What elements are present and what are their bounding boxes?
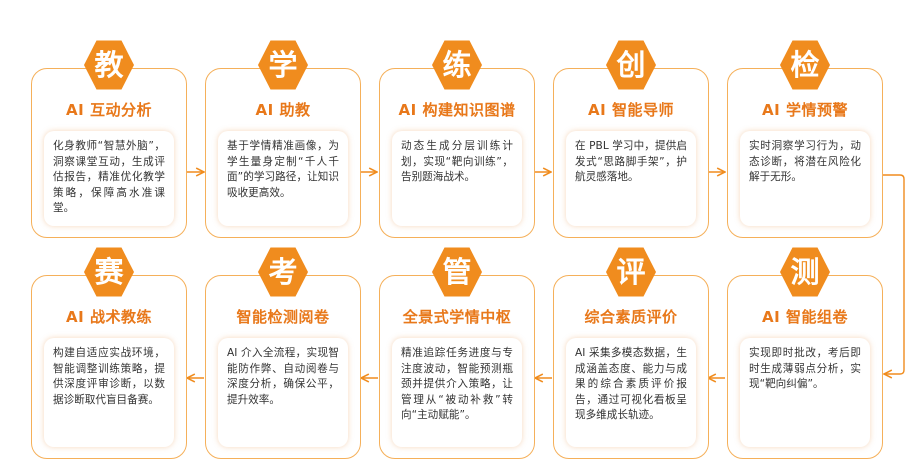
card-compete: 赛 AI 战术教练 构建自适应实战环境，智能调整训练策略，提供深度评审诊断，以数… — [31, 247, 187, 459]
hex-badge: 管 — [432, 247, 482, 297]
card-description: 化身教师“智慧外脑”，洞察课堂互动，生成评估报告，精准优化教学策略，保障高水准课… — [44, 131, 174, 226]
hex-badge: 学 — [258, 40, 308, 90]
card-test: 测 AI 智能组卷 实现即时批改，考后即时生成薄弱点分析，实现“靶向纠偏”。 — [727, 247, 883, 459]
hex-badge: 考 — [258, 247, 308, 297]
card-create: 创 AI 智能导师 在 PBL 学习中，提供启发式“思路脚手架”，护航灵感落地。 — [553, 40, 709, 238]
card-title: AI 智能组卷 — [762, 308, 848, 326]
card-inspect: 检 AI 学情预警 实时洞察学习行为，动态诊断，将潜在风险化解于无形。 — [727, 40, 883, 238]
card-description: 基于学情精准画像，为学生量身定制“千人千面”的学习路径，让知识吸收更高效。 — [218, 131, 348, 226]
card-title: AI 学情预警 — [762, 101, 848, 119]
card-manage: 管 全景式学情中枢 精准追踪任务进度与专注度波动，智能预测瓶颈并提供介入策略，让… — [379, 247, 535, 459]
card-learn: 学 AI 助教 基于学情精准画像，为学生量身定制“千人千面”的学习路径，让知识吸… — [205, 40, 361, 238]
card-description: 实时洞察学习行为，动态诊断，将潜在风险化解于无形。 — [740, 131, 870, 226]
card-description: 实现即时批改，考后即时生成薄弱点分析，实现“靶向纠偏”。 — [740, 338, 870, 447]
card-description: AI 介入全流程，实现智能防作弊、自动阅卷与深度分析，确保公平，提升效率。 — [218, 338, 348, 447]
card-title: AI 智能导师 — [588, 101, 674, 119]
card-title: AI 助教 — [255, 101, 311, 119]
card-title: AI 战术教练 — [66, 308, 152, 326]
arrow-5-10 — [881, 174, 905, 374]
card-title: AI 互动分析 — [66, 101, 152, 119]
card-practice: 练 AI 构建知识图谱 动态生成分层训练计划，实现“靶向训练”，告别题海战术。 — [379, 40, 535, 238]
card-description: AI 采集多模态数据，生成涵盖态度、能力与成果的综合素质评价报告，通过可视化看板… — [566, 338, 696, 447]
card-title: 智能检测阅卷 — [236, 308, 330, 326]
card-exam: 考 智能检测阅卷 AI 介入全流程，实现智能防作弊、自动阅卷与深度分析，确保公平… — [205, 247, 361, 459]
hex-badge: 练 — [432, 40, 482, 90]
card-description: 精准追踪任务进度与专注度波动，智能预测瓶颈并提供介入策略，让管理从“被动补救”转… — [392, 338, 522, 447]
hex-badge: 赛 — [84, 247, 134, 297]
card-evaluate: 评 综合素质评价 AI 采集多模态数据，生成涵盖态度、能力与成果的综合素质评价报… — [553, 247, 709, 459]
card-description: 动态生成分层训练计划，实现“靶向训练”，告别题海战术。 — [392, 131, 522, 226]
card-title: 综合素质评价 — [584, 308, 678, 326]
hex-badge: 教 — [84, 40, 134, 90]
card-title: AI 构建知识图谱 — [398, 101, 516, 119]
card-description: 在 PBL 学习中，提供启发式“思路脚手架”，护航灵感落地。 — [566, 131, 696, 226]
card-title: 全景式学情中枢 — [402, 308, 512, 326]
card-teach: 教 AI 互动分析 化身教师“智慧外脑”，洞察课堂互动，生成评估报告，精准优化教… — [31, 40, 187, 238]
card-description: 构建自适应实战环境，智能调整训练策略，提供深度评审诊断，以数据诊断取代盲目备赛。 — [44, 338, 174, 447]
